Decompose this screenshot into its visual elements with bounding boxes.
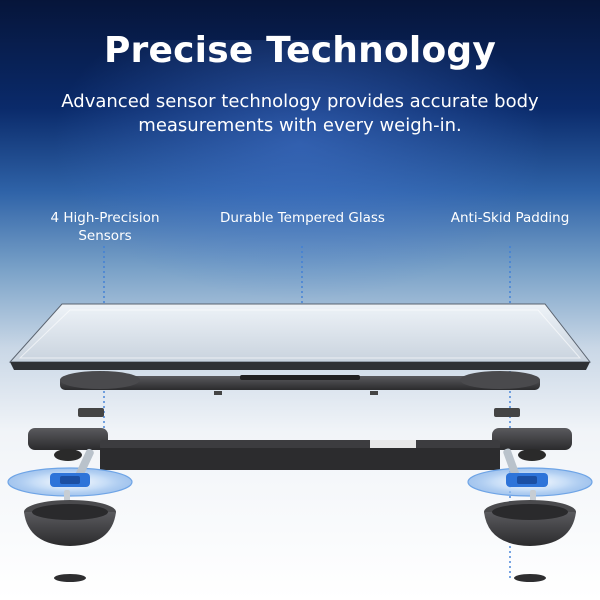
anti-skid-pads — [54, 574, 546, 582]
anti-skid-pad-left — [54, 574, 86, 582]
anti-skid-pad-right — [514, 574, 546, 582]
callout-sensors: 4 High-Precision Sensors — [50, 210, 160, 244]
callout-tempered-glass: Durable Tempered Glass — [220, 210, 385, 226]
background-glow — [50, 40, 550, 300]
page-subtitle: Advanced sensor technology provides accu… — [61, 91, 539, 136]
upper-foot-left — [60, 371, 140, 389]
foot-left — [24, 500, 116, 546]
sensor-clips — [78, 408, 520, 417]
upper-frame — [60, 371, 540, 395]
leader-lines — [103, 246, 511, 580]
page-title: Precise Technology — [103, 30, 497, 71]
foot-right — [484, 500, 576, 546]
sensor-left — [7, 448, 133, 512]
base-corner-right — [492, 428, 572, 450]
sensor-right — [467, 448, 593, 512]
upper-foot-right — [460, 371, 540, 389]
base-corner-left — [28, 428, 108, 450]
tempered-glass-panel — [8, 303, 592, 370]
lower-base — [28, 428, 572, 470]
callout-anti-skid-padding: Anti-Skid Padding — [450, 210, 570, 226]
